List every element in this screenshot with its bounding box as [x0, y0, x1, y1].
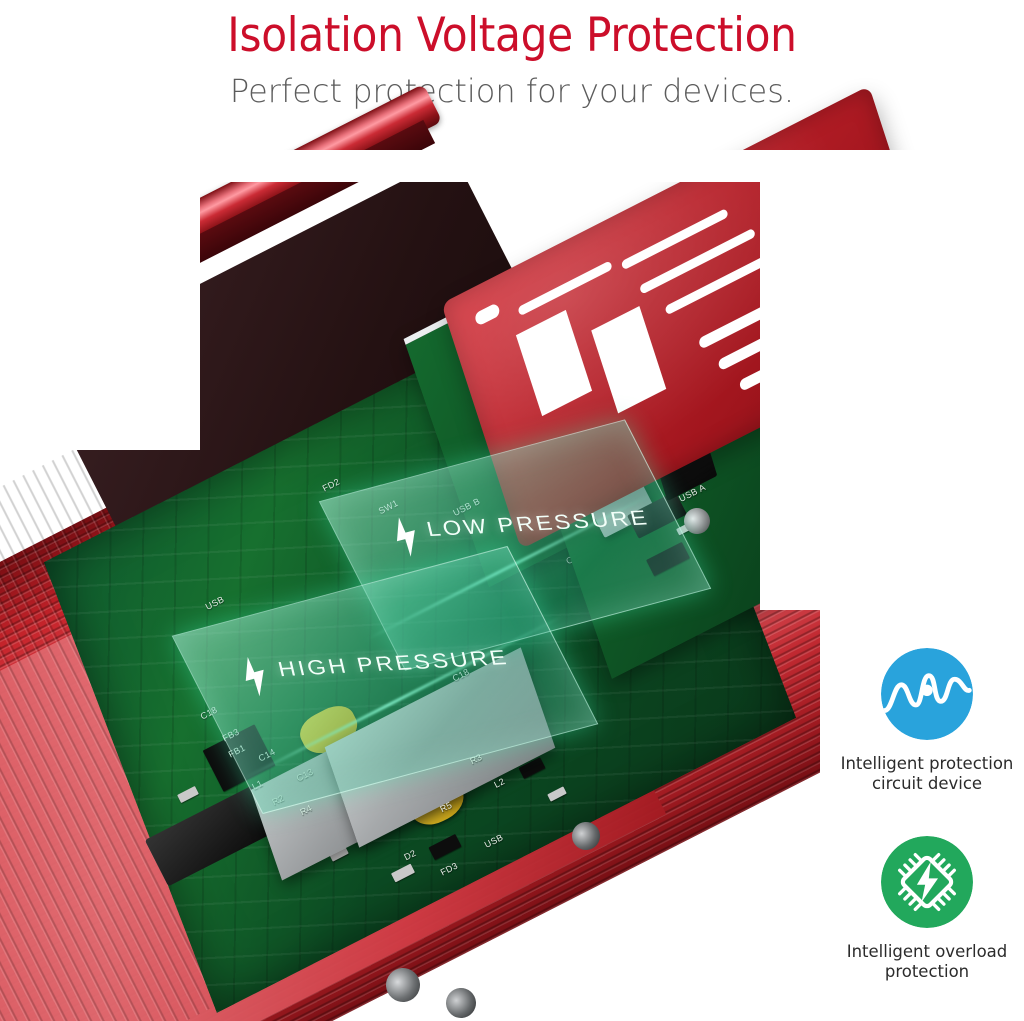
port-cutout [515, 309, 593, 417]
screw-boss [440, 982, 482, 1021]
scene-mask-right [760, 150, 1024, 610]
lightning-bolt-icon [396, 517, 415, 557]
page-title: Isolation Voltage Protection [227, 8, 797, 63]
feature-caption-line2: protection [884, 962, 970, 982]
page-subtitle: Perfect protection for your devices. [229, 72, 795, 110]
cpu-chip-bolt-circle-icon [881, 836, 973, 928]
low-pressure-plane: LOW PRESSURE [318, 419, 712, 671]
high-pressure-plane: HIGH PRESSURE [171, 545, 599, 815]
high-pressure-label: HIGH PRESSURE [275, 645, 511, 681]
vent-slot [664, 253, 773, 316]
vent-slot [639, 227, 756, 295]
vent-slot [517, 260, 613, 317]
vent-slot [620, 208, 729, 271]
feature-intelligent-protection: Intelligent protection circuit device [822, 648, 1024, 794]
feature-caption-line2: circuit device [871, 774, 983, 794]
feature-caption: Intelligent protection circuit device [822, 754, 1024, 794]
port-cutout [591, 306, 667, 414]
feature-intelligent-overload: Intelligent overload protection [822, 836, 1024, 982]
scene-mask-left [0, 150, 200, 450]
header: Isolation Voltage Protection Perfect pro… [0, 0, 1024, 107]
feature-caption-line1: Intelligent protection [840, 754, 1014, 773]
feature-caption-line1: Intelligent overload [846, 942, 1008, 961]
product-render-scene: USB USB C18 FB3 FB1 C14 L1 R2 C13 R4 C18… [0, 83, 1024, 1021]
mounting-hole [473, 302, 501, 327]
lightning-bolt-icon [245, 657, 264, 697]
waveform-circle-icon [881, 648, 973, 740]
low-pressure-label: LOW PRESSURE [424, 505, 652, 541]
feature-caption: Intelligent overload protection [822, 942, 1024, 982]
